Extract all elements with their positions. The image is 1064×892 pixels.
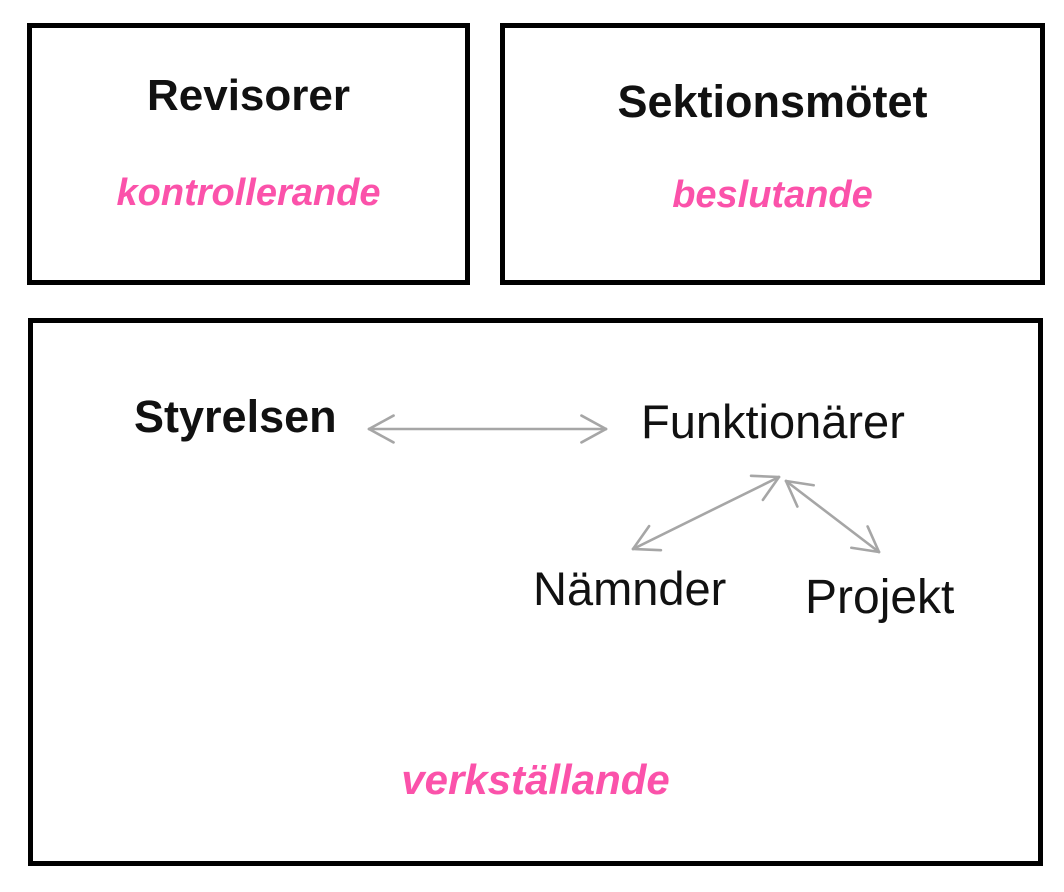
node-projekt: Projekt xyxy=(805,571,955,624)
sektionsmotet-role-label: beslutande xyxy=(672,174,873,216)
box-verkstallande: Styrelsen Funktionärer Nämnder Projekt v… xyxy=(28,318,1043,866)
node-funktionarer: Funktionärer xyxy=(641,395,905,448)
revisorer-title: Revisorer xyxy=(146,71,350,120)
box-sektionsmotet: Sektionsmötet beslutande xyxy=(500,23,1045,285)
box-revisorer: Revisorer kontrollerande xyxy=(27,23,470,285)
sektionsmotet-title: Sektionsmötet xyxy=(617,76,928,127)
node-namnder: Nämnder xyxy=(533,562,727,615)
verkstallande-role-label: verkställande xyxy=(401,756,670,803)
revisorer-role-label: kontrollerande xyxy=(116,172,381,214)
node-styrelsen: Styrelsen xyxy=(134,391,337,442)
